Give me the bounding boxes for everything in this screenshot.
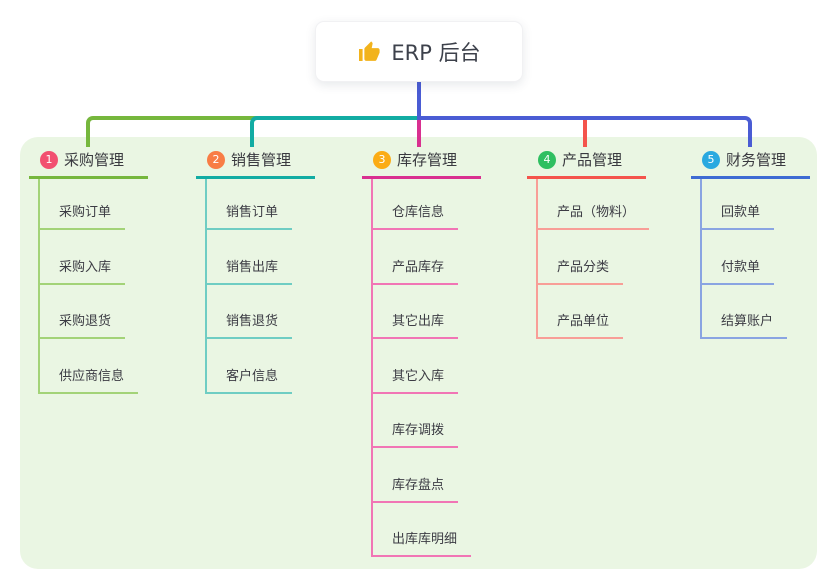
branch-number-badge: 2	[207, 151, 225, 169]
child-node[interactable]: 产品分类	[538, 230, 649, 285]
branch-title-purchase[interactable]: 1 采购管理	[29, 150, 148, 179]
branch-product: 4 产品管理 产品（物料） 产品分类 产品单位	[527, 150, 650, 339]
child-node[interactable]: 仓库信息	[373, 179, 481, 230]
child-node[interactable]: 采购入库	[40, 230, 148, 285]
child-node[interactable]: 采购退货	[40, 285, 148, 339]
thumbs-up-icon	[357, 40, 381, 64]
root-node[interactable]: ERP 后台	[315, 21, 523, 82]
branch-label: 采购管理	[64, 151, 125, 169]
branch-title-product[interactable]: 4 产品管理	[527, 150, 646, 179]
child-node[interactable]: 采购订单	[40, 179, 148, 230]
branch-inventory: 3 库存管理 仓库信息 产品库存 其它出库 其它入库 库存调拨 库存盘点 出库库…	[362, 150, 481, 557]
branch-children: 仓库信息 产品库存 其它出库 其它入库 库存调拨 库存盘点 出库库明细	[371, 179, 481, 557]
branch-children: 回款单 付款单 结算账户	[700, 179, 810, 339]
child-node[interactable]: 回款单	[702, 179, 810, 230]
branch-number-badge: 1	[40, 151, 58, 169]
child-node[interactable]: 库存盘点	[373, 448, 481, 503]
branch-title-inventory[interactable]: 3 库存管理	[362, 150, 481, 179]
connector-root-stem	[417, 81, 421, 117]
child-node[interactable]: 其它入库	[373, 339, 481, 394]
child-node[interactable]: 库存调拨	[373, 394, 481, 448]
branch-number-badge: 4	[538, 151, 556, 169]
branches-panel	[20, 137, 817, 569]
branch-sales: 2 销售管理 销售订单 销售出库 销售退货 客户信息	[196, 150, 315, 394]
branch-finance: 5 财务管理 回款单 付款单 结算账户	[691, 150, 810, 339]
child-node[interactable]: 产品单位	[538, 285, 649, 339]
branch-number-badge: 3	[373, 151, 391, 169]
connector-branch-2-elbow	[250, 116, 421, 147]
branch-children: 产品（物料） 产品分类 产品单位	[536, 179, 650, 339]
branch-children: 采购订单 采购入库 采购退货 供应商信息	[38, 179, 148, 394]
child-node[interactable]: 出库库明细	[373, 503, 481, 557]
connector-branch-5-elbow	[417, 116, 752, 147]
branch-label: 销售管理	[231, 151, 292, 169]
child-node[interactable]: 客户信息	[207, 339, 315, 394]
child-node[interactable]: 销售订单	[207, 179, 315, 230]
child-node[interactable]: 其它出库	[373, 285, 481, 339]
root-label: ERP 后台	[391, 40, 481, 65]
branch-label: 库存管理	[397, 151, 458, 169]
child-node[interactable]: 销售退货	[207, 285, 315, 339]
child-node[interactable]: 结算账户	[702, 285, 810, 339]
branch-title-sales[interactable]: 2 销售管理	[196, 150, 315, 179]
child-node[interactable]: 供应商信息	[40, 339, 148, 394]
connector-branch-3-drop	[417, 120, 421, 147]
branch-purchase: 1 采购管理 采购订单 采购入库 采购退货 供应商信息	[29, 150, 148, 394]
connector-branch-4-drop	[583, 120, 587, 147]
child-node[interactable]: 产品库存	[373, 230, 481, 285]
child-node[interactable]: 付款单	[702, 230, 810, 285]
branch-label: 财务管理	[726, 151, 787, 169]
branch-label: 产品管理	[562, 151, 623, 169]
branch-title-finance[interactable]: 5 财务管理	[691, 150, 810, 179]
child-node[interactable]: 销售出库	[207, 230, 315, 285]
child-node[interactable]: 产品（物料）	[538, 179, 650, 230]
branch-number-badge: 5	[702, 151, 720, 169]
branch-children: 销售订单 销售出库 销售退货 客户信息	[205, 179, 315, 394]
